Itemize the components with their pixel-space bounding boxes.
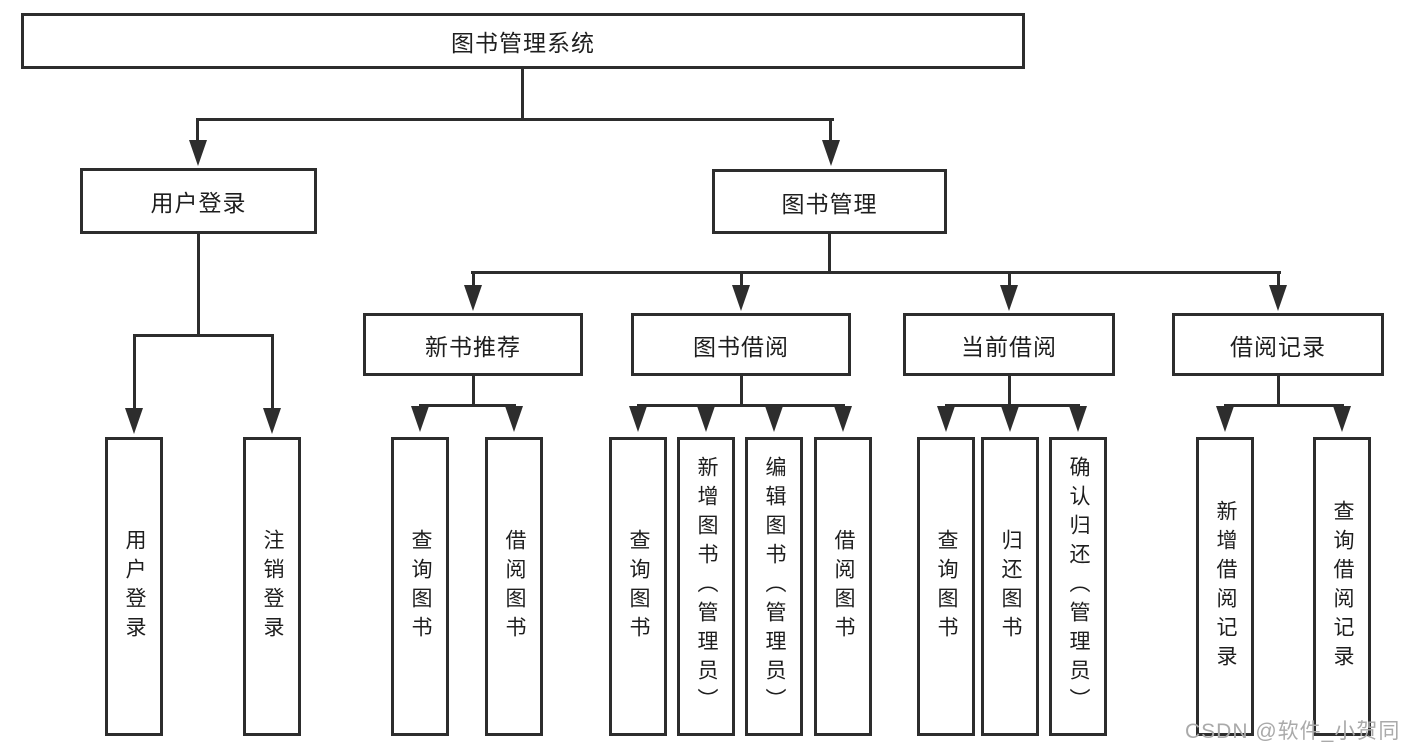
leaf-label: 新增借阅记录 [1214,499,1237,674]
connector-line [471,271,1281,274]
node-label: 当前借阅 [961,333,1057,360]
connector-line [521,69,524,120]
leaf-label: 归还图书 [999,528,1022,645]
arrow-down-icon [125,408,143,434]
connector-line [637,404,845,407]
node-label: 新书推荐 [425,333,521,360]
arrow-down-icon [464,285,482,311]
leaf-label: 查询图书 [935,528,958,645]
arrow-down-icon [505,406,523,432]
arrow-down-icon [697,406,715,432]
leaf-label: 注销登录 [261,528,284,645]
leaf-label: 查询借阅记录 [1331,499,1354,674]
node-label: 借阅记录 [1230,333,1326,360]
connector-line [740,271,743,287]
arrow-down-icon [263,408,281,434]
arrow-down-icon [937,406,955,432]
leaf-records-add-record: 新增借阅记录 [1196,437,1254,736]
connector-line [133,334,274,337]
connector-line [1224,404,1344,407]
connector-line [271,334,274,410]
arrow-down-icon [834,406,852,432]
leaf-label: 借阅图书 [503,528,526,645]
connector-line [1277,271,1280,287]
leaf-label: 确认归还（管理员） [1067,456,1090,717]
node-label: 用户登录 [150,190,247,216]
node-new-book-recommend: 新书推荐 [363,313,583,376]
leaf-newbook-borrow-books: 借阅图书 [485,437,543,736]
node-label: 图书管理 [781,190,878,217]
node-book-borrowing: 图书借阅 [631,313,851,376]
leaf-label: 查询图书 [627,528,650,645]
connector-line [828,234,831,274]
leaf-label: 查询图书 [409,528,432,645]
arrow-down-icon [765,406,783,432]
arrow-down-icon [189,140,207,166]
node-label: 图书管理系统 [451,30,595,56]
leaf-user-login: 用户登录 [105,437,163,736]
connector-line [196,118,834,121]
connector-line [472,376,475,406]
leaf-current-confirm-return-admin: 确认归还（管理员） [1049,437,1107,736]
connector-line [196,118,199,142]
arrow-down-icon [1001,406,1019,432]
leaf-current-query-books: 查询图书 [917,437,975,736]
node-current-borrowing: 当前借阅 [903,313,1115,376]
leaf-label: 新增图书（管理员） [695,456,718,717]
arrow-down-icon [822,140,840,166]
arrow-down-icon [411,406,429,432]
connector-line [1008,271,1011,287]
connector-line [133,334,136,410]
connector-line [1008,376,1011,406]
connector-line [740,376,743,406]
leaf-borrowing-borrow-books: 借阅图书 [814,437,872,736]
connector-line [945,404,1080,407]
leaf-current-return-books: 归还图书 [981,437,1039,736]
node-library-management-system: 图书管理系统 [21,13,1025,69]
connector-line [419,404,516,407]
watermark: CSDN @软件_小贺同学 [1185,720,1401,743]
node-borrowing-records: 借阅记录 [1172,313,1384,376]
arrow-down-icon [1000,285,1018,311]
connector-line [1277,376,1280,406]
node-user-login: 用户登录 [80,168,317,234]
connector-line [472,271,475,287]
leaf-logout: 注销登录 [243,437,301,736]
arrow-down-icon [732,285,750,311]
connector-line [197,234,200,337]
leaf-label: 用户登录 [123,528,146,645]
arrow-down-icon [1269,285,1287,311]
leaf-borrowing-query-books: 查询图书 [609,437,667,736]
arrow-down-icon [1069,406,1087,432]
leaf-newbook-query-books: 查询图书 [391,437,449,736]
node-book-management: 图书管理 [712,169,947,234]
connector-line [829,118,832,142]
node-label: 图书借阅 [693,333,789,360]
leaf-label: 编辑图书（管理员） [763,456,786,717]
arrow-down-icon [629,406,647,432]
leaf-records-query-record: 查询借阅记录 [1313,437,1371,736]
arrow-down-icon [1333,406,1351,432]
leaf-label: 借阅图书 [832,528,855,645]
arrow-down-icon [1216,406,1234,432]
leaf-borrowing-add-books-admin: 新增图书（管理员） [677,437,735,736]
leaf-borrowing-edit-books-admin: 编辑图书（管理员） [745,437,803,736]
